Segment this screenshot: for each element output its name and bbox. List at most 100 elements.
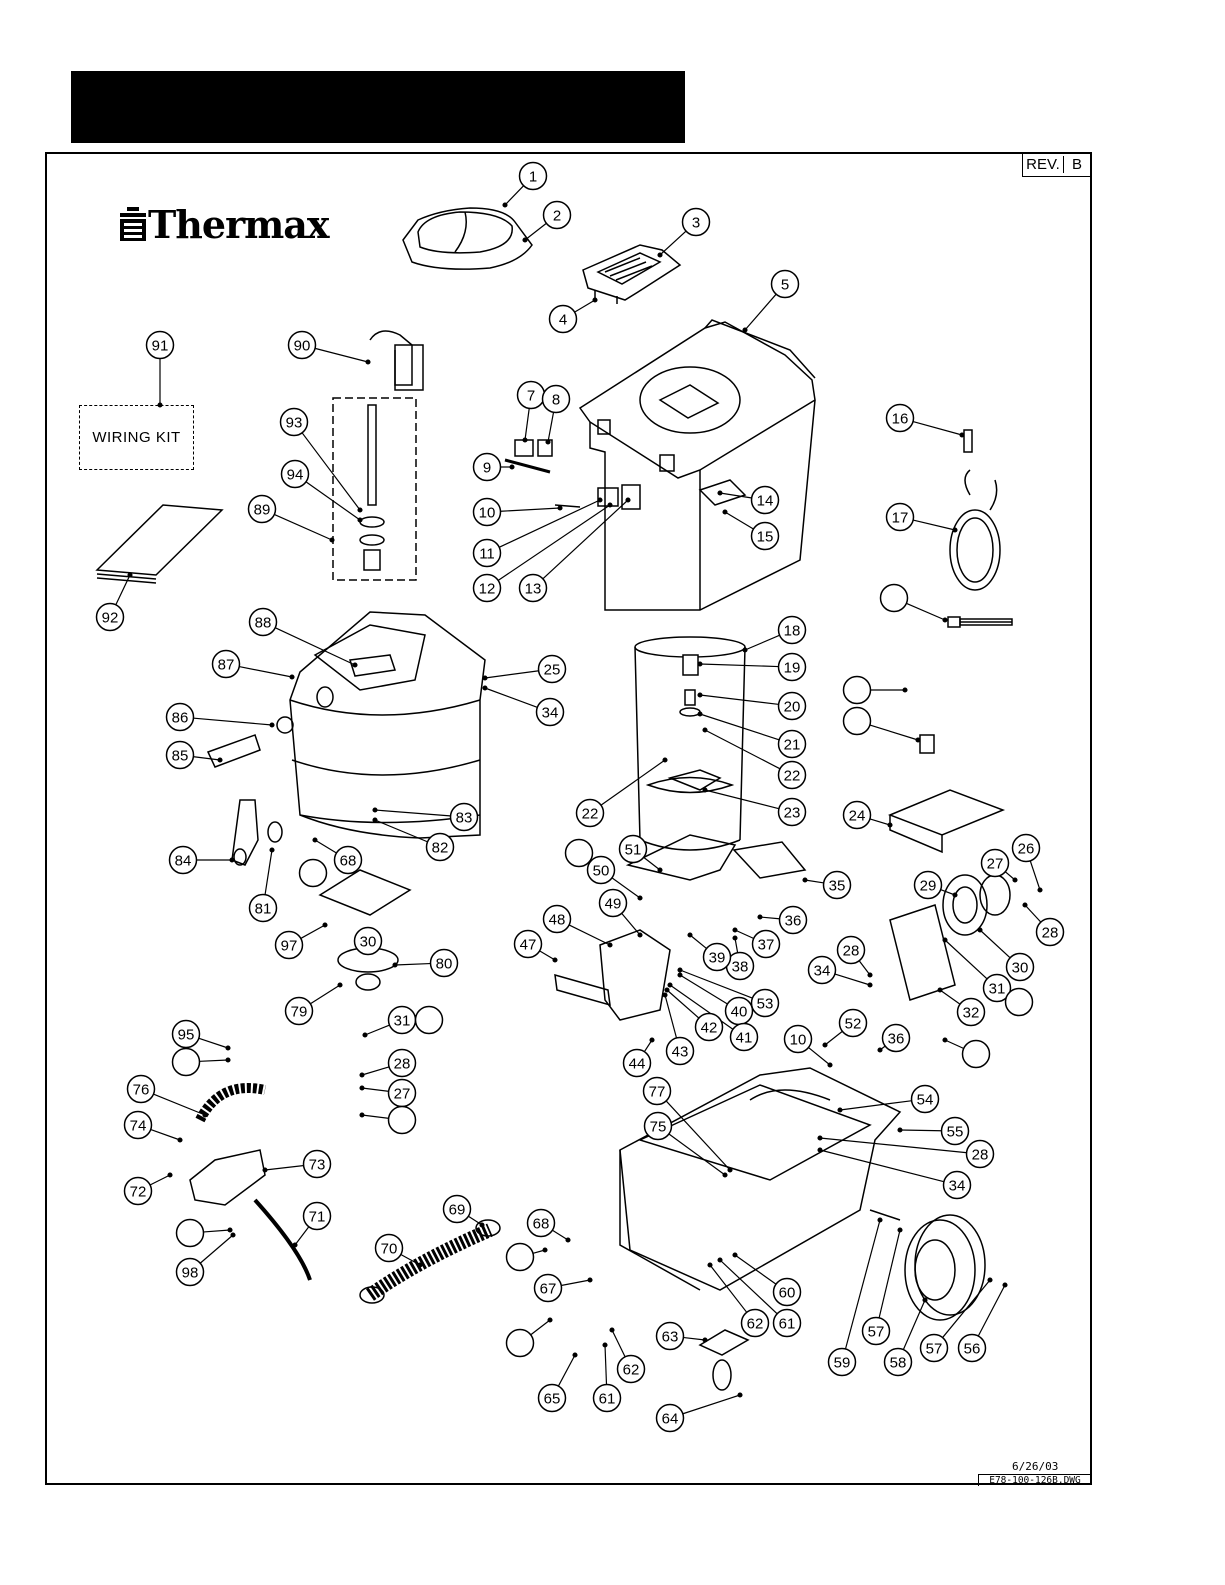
- brand-logo: Thermax: [118, 205, 330, 245]
- callout-20: 20: [777, 691, 807, 721]
- callout-number: 36: [888, 1031, 905, 1048]
- callout-circle: [449, 802, 479, 832]
- callout-60: 60: [772, 1277, 802, 1307]
- callout-leader-tip: [702, 727, 708, 733]
- callout-leader-tip: [502, 202, 508, 208]
- callout-4: 4: [548, 304, 578, 334]
- callout-52: 52: [838, 1008, 868, 1038]
- callout-number: 73: [309, 1157, 326, 1174]
- callout-number: 14: [757, 493, 774, 510]
- callout-leader-tip: [609, 1327, 615, 1333]
- callout-leader-tip: [167, 1172, 173, 1178]
- callout-leader-tip: [702, 1337, 708, 1343]
- callout-leader-tip: [722, 1172, 728, 1178]
- callout-28: 28: [1035, 917, 1065, 947]
- callout-circle: [537, 654, 567, 684]
- callout-number: 48: [549, 912, 566, 929]
- callout-number: 59: [834, 1355, 851, 1372]
- callout-number: 27: [987, 856, 1004, 873]
- solution-tank-part: [634, 636, 746, 851]
- callout-leader-tip: [987, 1277, 993, 1283]
- callout-circle: [881, 1023, 911, 1053]
- callout-leader-line: [835, 973, 871, 986]
- callout-number: 82: [432, 840, 449, 857]
- callout-circle: [279, 407, 309, 437]
- callout-leader-tip: [664, 987, 670, 993]
- callout-leader-line: [906, 602, 946, 621]
- callout-leader-tip: [372, 817, 378, 823]
- callout-leader-line: [977, 1284, 1006, 1336]
- callout-8: 8: [541, 384, 571, 414]
- callout-68: 68: [333, 845, 363, 875]
- callout-circle: [729, 1022, 759, 1052]
- callout-circle: [168, 845, 198, 875]
- callout-leader-line: [819, 1137, 967, 1154]
- callout-circle: [838, 1008, 868, 1038]
- callout-57: 57: [861, 1316, 891, 1346]
- callout-number: 21: [784, 737, 801, 754]
- callout-leader-line: [561, 1279, 591, 1286]
- callout-number: 29: [920, 878, 937, 895]
- callout-leader-line: [306, 481, 361, 521]
- callout-57: 57: [919, 1333, 949, 1363]
- callout-leader-tip: [837, 1107, 843, 1113]
- callout-number: 25: [544, 662, 561, 679]
- callout-67: 67: [533, 1273, 563, 1303]
- callout-leader-tip: [365, 359, 371, 365]
- callout-10: 10: [472, 497, 502, 527]
- callout-leader-tip: [482, 675, 488, 681]
- callout-leader-line: [310, 984, 341, 1005]
- callout-leader-tip: [637, 895, 643, 901]
- callout-leader-tip: [867, 982, 873, 988]
- callout-leader-tip: [545, 439, 551, 445]
- callout-64: 64: [655, 1403, 685, 1433]
- callout-circle: [694, 1012, 724, 1042]
- callout-leader-tip: [662, 992, 668, 998]
- callout-number: 34: [814, 963, 831, 980]
- callout-circle: [842, 800, 872, 830]
- callout-circle: [777, 760, 807, 790]
- callout-leader-line: [547, 412, 555, 443]
- callout-30: 30: [353, 926, 383, 956]
- callout-leader-line: [824, 1031, 843, 1046]
- callout-leader-line: [193, 717, 273, 726]
- callout-34: 34: [807, 955, 837, 985]
- callout-leader-line: [734, 929, 754, 939]
- callout-number: 68: [533, 1216, 550, 1233]
- upper-housing-part: [578, 319, 816, 611]
- callout-23: 23: [777, 797, 807, 827]
- callout-number: 58: [890, 1355, 907, 1372]
- callout-number: 63: [662, 1329, 679, 1346]
- callout-2: 2: [542, 200, 572, 230]
- callout-number: 44: [629, 1056, 646, 1073]
- callout-circle: [542, 200, 572, 230]
- callout-55: 55: [940, 1116, 970, 1146]
- callout-number: 88: [255, 615, 272, 632]
- callout-leader-tip: [737, 1392, 743, 1398]
- callout-circle: [414, 1005, 444, 1035]
- callout-number: 93: [286, 415, 303, 432]
- callout-leader-tip: [732, 935, 738, 941]
- switch-parts: [504, 439, 641, 510]
- callout-leader-tip: [662, 757, 668, 763]
- callout-leader-line: [361, 1066, 389, 1076]
- callout-number: 1: [529, 169, 537, 186]
- callout-leader-tip: [597, 497, 603, 503]
- cover-plate-part: [887, 789, 1006, 854]
- callout-circle: [1011, 833, 1041, 863]
- callout-leader-tip: [877, 1047, 883, 1053]
- callout-leader-line: [839, 1100, 912, 1111]
- callout-circle: [518, 573, 548, 603]
- callout-54: 54: [910, 1084, 940, 1114]
- callout-63: 63: [655, 1321, 685, 1351]
- callout-leader-tip: [732, 927, 738, 933]
- filter-assembly-part: [332, 330, 424, 581]
- callout-circle: [655, 1403, 685, 1433]
- callout-circle: [472, 497, 502, 527]
- callout-circle: [665, 1036, 695, 1066]
- callout-circle: [535, 697, 565, 727]
- callout-83: 83: [449, 802, 479, 832]
- callout-leader-tip: [572, 1352, 578, 1358]
- callout-blank: [961, 1039, 991, 1069]
- callout-circle: [783, 1024, 813, 1054]
